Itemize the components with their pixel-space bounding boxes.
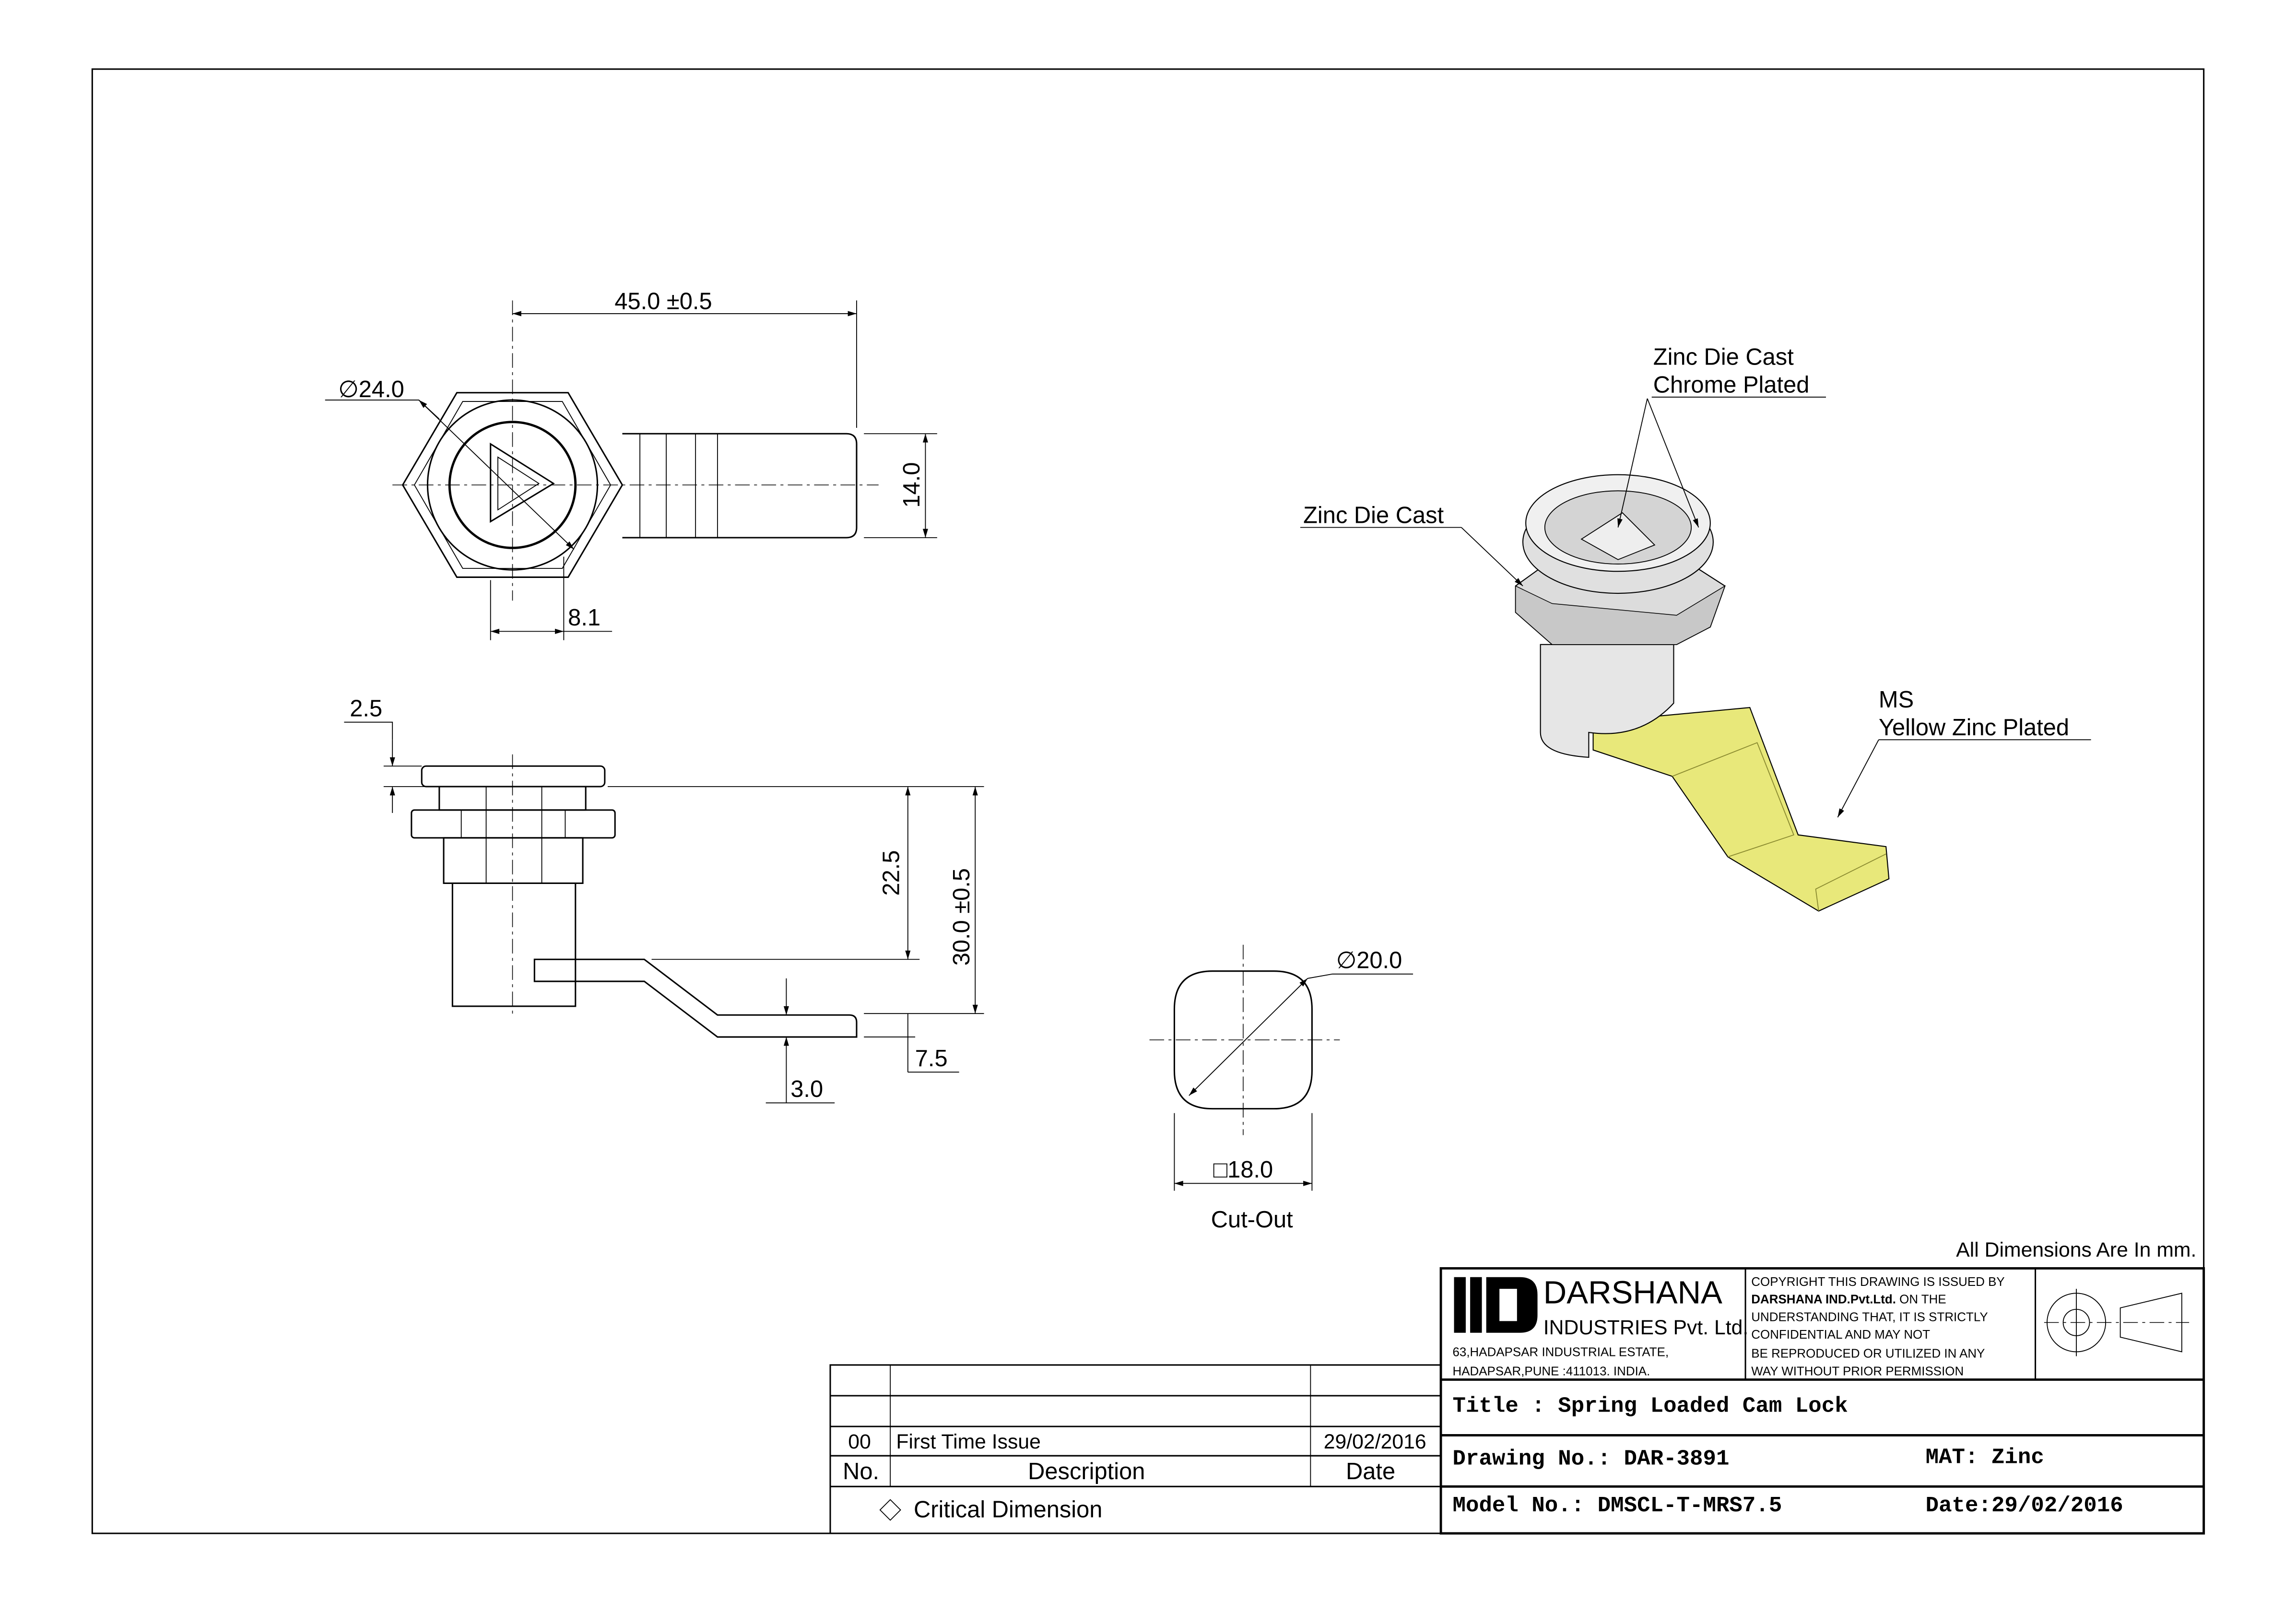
material: MAT: Zinc bbox=[1926, 1445, 2044, 1470]
copyright-line: CONFIDENTIAL AND MAY NOT bbox=[1751, 1328, 1930, 1342]
company-subname: INDUSTRIES Pvt. Ltd. bbox=[1543, 1316, 1748, 1339]
dim-cutout-square: □18.0 bbox=[1213, 1157, 1273, 1183]
copyright-line: WAY WITHOUT PRIOR PERMISSION bbox=[1751, 1365, 1964, 1378]
revision-table: 00 First Time Issue 29/02/2016 No. Descr… bbox=[829, 1364, 1442, 1534]
copyright-line: DARSHANA IND.Pvt.Ltd. ON THE bbox=[1751, 1293, 1946, 1307]
callout-cam-line2: Yellow Zinc Plated bbox=[1879, 715, 2069, 741]
copyright-line: COPYRIGHT THIS DRAWING IS ISSUED BY bbox=[1751, 1275, 2004, 1289]
revision-date: 29/02/2016 bbox=[1324, 1430, 1426, 1453]
title-block: DARSHANA INDUSTRIES Pvt. Ltd. 63,HADAPSA… bbox=[1439, 1267, 2205, 1535]
top-view: 45.0 ±0.5 ∅24.0 14.0 8.1 bbox=[325, 289, 937, 640]
copyright-line: BE REPRODUCED OR UTILIZED IN ANY bbox=[1751, 1347, 1985, 1361]
cutout-view: ∅20.0 □18.0 Cut-Out bbox=[1149, 944, 1413, 1233]
drawing-date: Date:29/02/2016 bbox=[1926, 1493, 2123, 1518]
drawing-title: Title : Spring Loaded Cam Lock bbox=[1453, 1394, 1848, 1419]
dim-thickness: 3.0 bbox=[790, 1076, 823, 1102]
units-note: All Dimensions Are In mm. bbox=[1956, 1238, 2196, 1261]
header-description: Description bbox=[1028, 1459, 1145, 1484]
callout-top-line2: Chrome Plated bbox=[1653, 372, 1810, 398]
dim-nut-to-cam: 22.5 bbox=[879, 850, 905, 896]
dim-length: 45.0 ±0.5 bbox=[614, 289, 712, 315]
address-line-2: HADAPSAR,PUNE :411013. INDIA. bbox=[1453, 1365, 1650, 1378]
revision-description: First Time Issue bbox=[896, 1430, 1041, 1453]
callout-cam-line1: MS bbox=[1879, 687, 1914, 713]
drawing-number: Drawing No.: DAR-3891 bbox=[1453, 1447, 1730, 1472]
header-date: Date bbox=[1346, 1459, 1395, 1484]
dim-cutout-diameter: ∅20.0 bbox=[1336, 948, 1402, 974]
dim-total: 30.0 ±0.5 bbox=[949, 868, 975, 965]
copyright-text: ON THE bbox=[1899, 1293, 1946, 1307]
revision-number: 00 bbox=[848, 1430, 871, 1453]
header-no: No. bbox=[843, 1459, 879, 1484]
side-view: 2.5 22.5 30.0 ±0.5 7.5 3.0 bbox=[344, 695, 984, 1104]
model-number: Model No.: DMSCL-T-MRS7.5 bbox=[1453, 1493, 1782, 1518]
copyright-line: UNDERSTANDING THAT, IT IS STRICTLY bbox=[1751, 1310, 1988, 1324]
callout-top-line1: Zinc Die Cast bbox=[1653, 344, 1794, 370]
company-name: DARSHANA bbox=[1543, 1275, 1722, 1311]
dim-cap: 2.5 bbox=[350, 695, 382, 721]
callout-left: Zinc Die Cast bbox=[1303, 502, 1444, 528]
cam-3d bbox=[1592, 706, 1890, 912]
address-line-1: 63,HADAPSAR INDUSTRIAL ESTATE, bbox=[1453, 1346, 1669, 1359]
triangle-key-icon bbox=[490, 442, 555, 523]
dim-diameter: ∅24.0 bbox=[338, 377, 404, 402]
cam-arm bbox=[622, 433, 858, 539]
company-logo bbox=[1454, 1277, 1538, 1333]
isometric-view: Zinc Die Cast Chrome Plated Zinc Die Cas… bbox=[1300, 344, 2091, 912]
cutout-label: Cut-Out bbox=[1211, 1207, 1293, 1233]
diamond-icon bbox=[879, 1499, 901, 1521]
dim-offset: 8.1 bbox=[568, 605, 600, 631]
projection-symbol-icon bbox=[2044, 1289, 2190, 1356]
cam-profile bbox=[533, 958, 858, 1038]
dim-step: 7.5 bbox=[915, 1046, 948, 1071]
critical-dimension-legend: Critical Dimension bbox=[914, 1496, 1102, 1522]
copyright-company: DARSHANA IND.Pvt.Ltd. bbox=[1751, 1293, 1896, 1307]
dim-width: 14.0 bbox=[899, 462, 925, 508]
